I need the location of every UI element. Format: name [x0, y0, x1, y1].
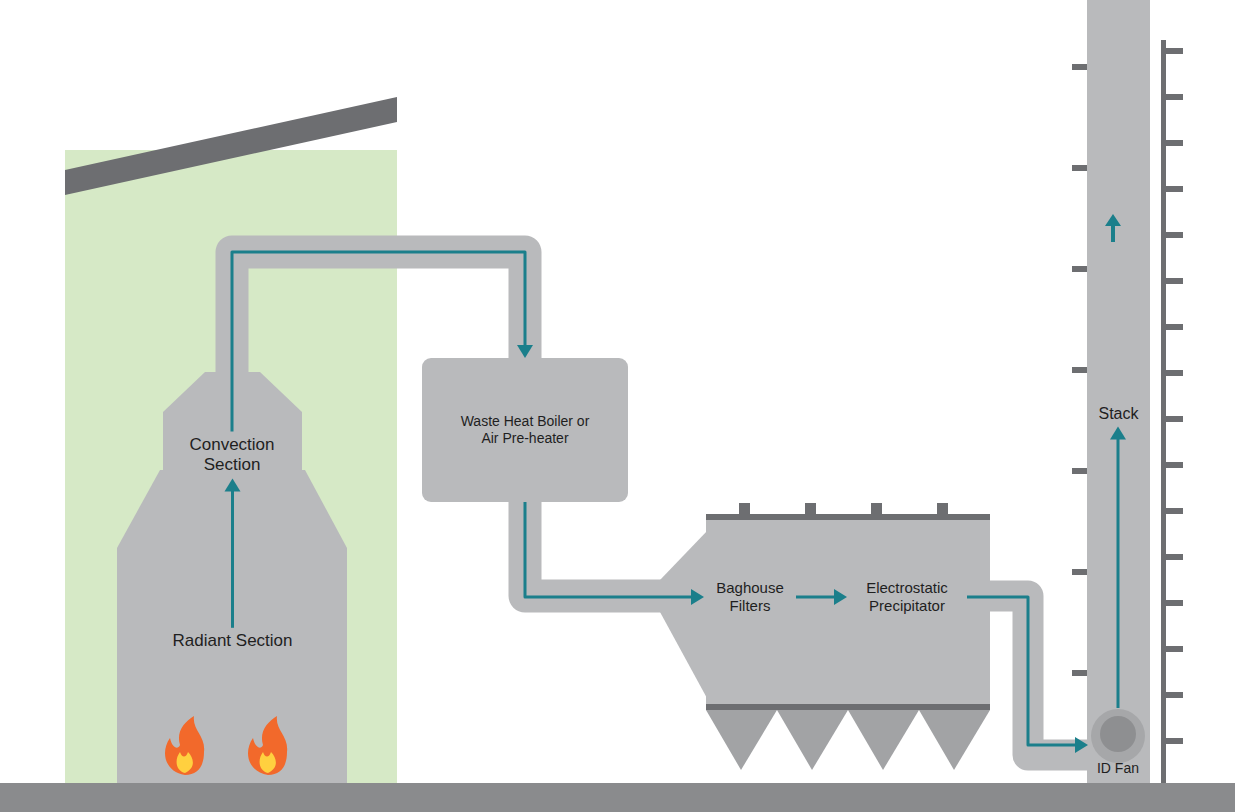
stack-label: Stack	[1094, 400, 1143, 426]
node-text: Electrostatic Precipitator	[851, 579, 963, 615]
flow-connector	[796, 589, 847, 605]
roof-nub	[739, 503, 750, 516]
flow-connector	[1110, 426, 1126, 708]
node-text: Baghouse Filters	[708, 579, 792, 615]
roof-nub	[871, 503, 882, 516]
flow-arrow	[1111, 224, 1115, 242]
building-roof	[65, 97, 397, 195]
hopper	[919, 710, 990, 770]
waste-heat-boiler-box: Waste Heat Boiler or Air Pre-heater	[422, 358, 628, 502]
hopper	[706, 710, 777, 770]
node-text: Waste Heat Boiler or Air Pre-heater	[455, 413, 595, 447]
flow-connector	[967, 597, 1088, 753]
ladder-rail	[1161, 40, 1166, 785]
hopper	[777, 710, 848, 770]
radiant-section-label: Radiant Section	[168, 628, 297, 655]
roof-nub	[937, 503, 948, 516]
node-text: Convection Section	[182, 435, 282, 476]
roof-nub	[805, 503, 816, 516]
ladder-rungs	[1072, 48, 1183, 744]
burner-flame	[165, 716, 204, 775]
node-text: ID Fan	[1097, 760, 1139, 777]
collector-housing	[706, 518, 990, 708]
electrostatic-precipitator-label: Electrostatic Precipitator	[847, 576, 967, 618]
hopper-flange	[706, 704, 990, 710]
flow-arrow-head	[1105, 214, 1121, 226]
node-text: Stack	[1098, 404, 1138, 423]
hopper	[848, 710, 919, 770]
burner-flame	[248, 716, 287, 775]
flow-connector	[525, 502, 704, 605]
stack-column	[1087, 0, 1150, 785]
ground-bar	[0, 783, 1235, 812]
convection-section-label: Convection Section	[178, 432, 286, 479]
id-fan: ID Fan	[1088, 708, 1148, 780]
flow-connector	[224, 479, 240, 628]
radiant-body	[117, 470, 347, 785]
baghouse-filters-label: Baghouse Filters	[704, 576, 796, 618]
inlet-transition	[660, 530, 708, 700]
node-text: Radiant Section	[172, 631, 292, 651]
flue-duct	[980, 596, 1100, 755]
